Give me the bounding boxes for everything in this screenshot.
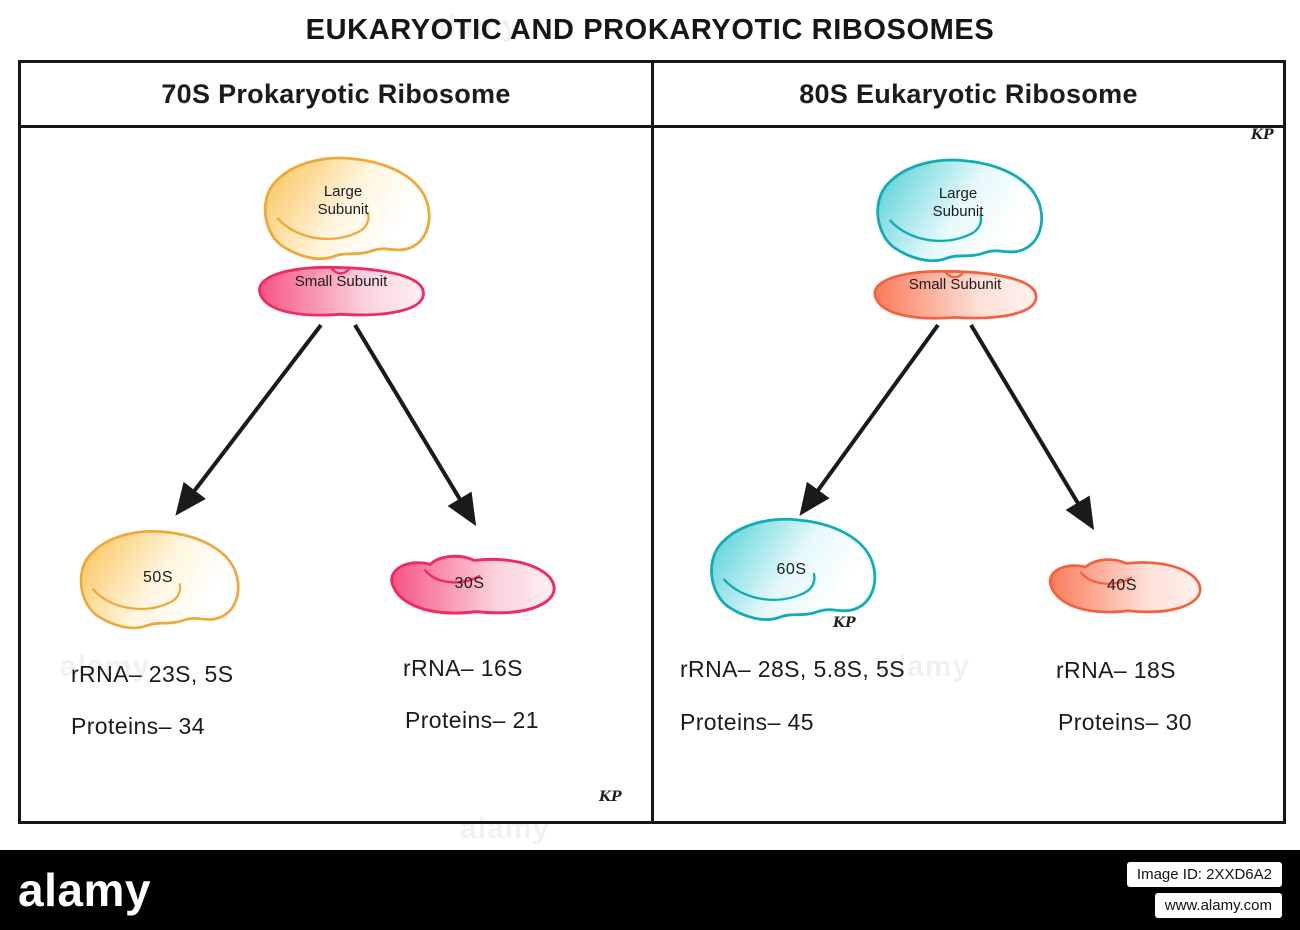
subunit-name-label: 30S: [454, 575, 485, 592]
small-subunit-fold: [423, 569, 481, 584]
proteins-label: Proteins– 34: [71, 713, 205, 739]
small-subunit-outline: [258, 265, 425, 317]
large-subunit-fold: [92, 582, 182, 610]
alamy-url-chip: www.alamy.com: [1154, 893, 1282, 918]
eukaryote-intact-large-subunit: Large Subunit: [863, 155, 1053, 277]
large-subunit-label-text: Large Subunit: [317, 183, 369, 218]
proteins-label: Proteins– 30: [1058, 709, 1192, 735]
alamy-logo: alamy: [18, 864, 151, 916]
large-subunit-label: Large Subunit: [863, 185, 1053, 220]
large-subunit-outline: [79, 530, 240, 630]
subunit-name-label: 50S: [143, 569, 173, 586]
arrow-eukaryote-small: [969, 323, 1095, 531]
diagram-title: EUKARYOTIC AND PROKARYOTIC RIBOSOMES: [305, 14, 995, 46]
artist-signature: KP: [599, 789, 622, 805]
proteins-label: Proteins– 45: [680, 709, 814, 735]
prokaryote-30s-subunit: 30S: [371, 551, 568, 623]
large-subunit-label: Large Subunit: [248, 183, 438, 218]
small-subunit-notch: [330, 267, 351, 275]
panel-header-eukaryote: 80S Eukaryotic Ribosome: [654, 63, 1283, 128]
rrna-label: rRNA– 23S, 5S: [71, 661, 234, 687]
arrow-prokaryote-small: [353, 323, 477, 527]
small-subunit-outline: [1048, 558, 1202, 614]
alamy-footer-bar: alamy Image ID: 2XXD6A2 www.alamy.com: [0, 850, 1300, 930]
rrna-label: rRNA– 28S, 5.8S, 5S: [680, 656, 905, 682]
large-subunit-outline: [876, 158, 1043, 263]
large-subunit-fold: [723, 572, 816, 601]
image-id-chip: Image ID: 2XXD6A2: [1126, 862, 1282, 887]
large-subunit-fold: [889, 213, 983, 243]
artist-signature: KP: [833, 615, 856, 631]
ribosome-comparison-diagram: 70S Prokaryotic Ribosome 80S Eukaryotic …: [18, 60, 1286, 824]
prokaryote-intact-small-subunit: Small Subunit: [241, 261, 441, 319]
subunit-name-label: 40S: [1107, 577, 1137, 594]
rrna-label: rRNA– 18S: [1056, 657, 1176, 683]
small-subunit-outline: [873, 269, 1038, 320]
arrow-eukaryote-large: [799, 323, 940, 516]
panel-header-prokaryote: 70S Prokaryotic Ribosome: [21, 63, 651, 128]
eukaryote-40s-subunit: 40S: [1031, 555, 1213, 621]
prokaryote-intact-large-subunit: Large Subunit: [248, 153, 443, 275]
eukaryote-60s-subunit: 60S: [698, 513, 885, 637]
footer-info: Image ID: 2XXD6A2 www.alamy.com: [1126, 862, 1282, 918]
column-divider: [651, 63, 654, 821]
prokaryote-50s-subunit: 50S: [68, 525, 248, 645]
artist-signature: KP: [1251, 127, 1274, 143]
large-subunit-outline: [710, 517, 877, 621]
small-subunit-notch: [944, 271, 965, 279]
large-subunit-fold: [276, 211, 370, 241]
rrna-label: rRNA– 16S: [403, 655, 523, 681]
subunit-name-label: 60S: [776, 561, 807, 578]
proteins-label: Proteins– 21: [405, 707, 539, 733]
small-subunit-fold: [1079, 571, 1133, 585]
large-subunit-label-text: Large Subunit: [932, 185, 984, 220]
large-subunit-outline: [263, 156, 431, 261]
small-subunit-label: Small Subunit: [908, 276, 1002, 293]
small-subunit-label: Small Subunit: [294, 273, 388, 290]
arrow-prokaryote-large: [175, 323, 323, 516]
small-subunit-outline: [390, 554, 556, 615]
eukaryote-intact-small-subunit: Small Subunit: [855, 265, 1055, 322]
